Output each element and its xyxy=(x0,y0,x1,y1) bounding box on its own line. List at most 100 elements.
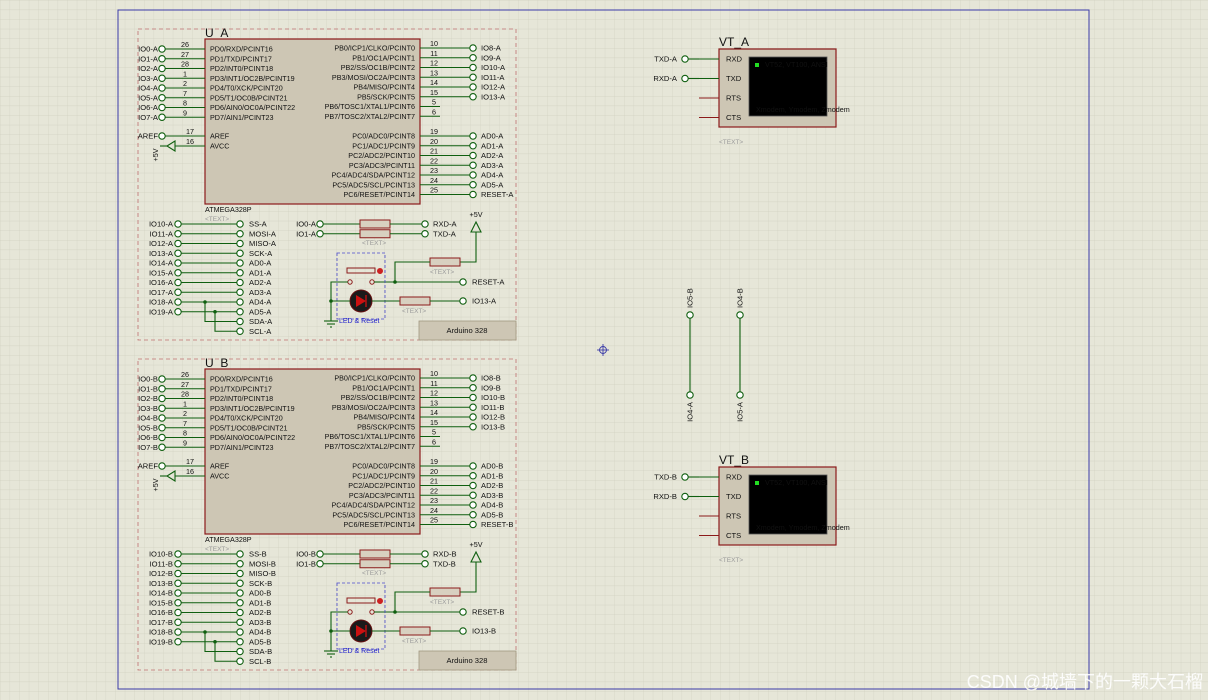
net-terminal[interactable] xyxy=(236,249,244,258)
net-terminal[interactable] xyxy=(158,443,166,451)
net-terminal[interactable] xyxy=(686,311,694,319)
atmega-chip-body[interactable] xyxy=(204,38,421,205)
net-terminal[interactable] xyxy=(469,171,477,179)
net-terminal[interactable] xyxy=(174,559,182,568)
pullup-resistor[interactable] xyxy=(429,257,461,267)
net-terminal[interactable] xyxy=(236,637,244,646)
net-terminal[interactable] xyxy=(158,54,166,63)
net-terminal[interactable] xyxy=(681,55,689,63)
net-terminal[interactable] xyxy=(174,598,182,607)
net-terminal[interactable] xyxy=(158,384,166,393)
net-terminal[interactable] xyxy=(174,298,182,306)
net-terminal[interactable] xyxy=(469,413,477,421)
net-terminal[interactable] xyxy=(469,181,477,189)
net-terminal[interactable] xyxy=(174,307,182,316)
net-terminal[interactable] xyxy=(158,94,166,102)
pullup-resistor[interactable] xyxy=(429,587,461,597)
net-terminal[interactable] xyxy=(469,462,477,470)
net-terminal[interactable] xyxy=(174,628,182,636)
net-terminal[interactable] xyxy=(236,268,244,277)
net-terminal[interactable] xyxy=(174,579,182,587)
series-resistor[interactable] xyxy=(359,559,391,569)
net-terminal[interactable] xyxy=(469,53,477,62)
led-resistor[interactable] xyxy=(399,626,431,636)
net-terminal[interactable] xyxy=(236,317,244,326)
net-terminal[interactable] xyxy=(236,647,244,656)
net-terminal[interactable] xyxy=(158,113,166,122)
net-terminal[interactable] xyxy=(158,394,166,403)
net-terminal[interactable] xyxy=(316,559,324,568)
net-terminal[interactable] xyxy=(236,579,244,587)
reset-button-cap[interactable] xyxy=(346,597,376,604)
net-terminal[interactable] xyxy=(316,220,324,228)
atmega-chip-body[interactable] xyxy=(204,368,421,535)
net-terminal[interactable] xyxy=(158,404,166,412)
net-terminal[interactable] xyxy=(236,608,244,617)
net-terminal[interactable] xyxy=(174,608,182,617)
net-terminal[interactable] xyxy=(158,45,166,53)
net-terminal[interactable] xyxy=(469,83,477,91)
net-terminal[interactable] xyxy=(236,569,244,578)
net-terminal[interactable] xyxy=(158,74,166,83)
net-terminal[interactable] xyxy=(174,569,182,578)
net-terminal[interactable] xyxy=(236,298,244,306)
net-terminal[interactable] xyxy=(174,618,182,626)
net-terminal[interactable] xyxy=(158,64,166,73)
led-resistor[interactable] xyxy=(399,296,431,306)
net-terminal[interactable] xyxy=(469,383,477,392)
net-terminal[interactable] xyxy=(158,423,166,432)
net-terminal[interactable] xyxy=(236,239,244,248)
net-terminal[interactable] xyxy=(421,220,429,228)
reset-button-cap[interactable] xyxy=(346,267,376,274)
net-terminal[interactable] xyxy=(236,259,244,267)
net-terminal[interactable] xyxy=(459,608,467,616)
series-resistor[interactable] xyxy=(359,549,391,559)
net-terminal[interactable] xyxy=(158,375,166,383)
net-terminal[interactable] xyxy=(174,249,182,258)
net-terminal[interactable] xyxy=(469,190,477,199)
net-terminal[interactable] xyxy=(681,492,689,501)
net-terminal[interactable] xyxy=(469,520,477,529)
net-terminal[interactable] xyxy=(469,393,477,402)
net-terminal[interactable] xyxy=(469,142,477,150)
net-terminal[interactable] xyxy=(469,501,477,509)
net-terminal[interactable] xyxy=(469,44,477,52)
net-terminal[interactable] xyxy=(174,589,182,597)
net-terminal[interactable] xyxy=(236,589,244,597)
net-terminal[interactable] xyxy=(469,73,477,82)
net-terminal[interactable] xyxy=(158,433,166,442)
net-terminal[interactable] xyxy=(469,161,477,170)
net-terminal[interactable] xyxy=(174,239,182,248)
net-terminal[interactable] xyxy=(469,403,477,411)
net-terminal[interactable] xyxy=(459,627,467,635)
net-terminal[interactable] xyxy=(236,278,244,287)
net-terminal[interactable] xyxy=(236,628,244,636)
net-terminal[interactable] xyxy=(469,132,477,140)
net-terminal[interactable] xyxy=(469,422,477,431)
net-terminal[interactable] xyxy=(469,151,477,160)
net-terminal[interactable] xyxy=(174,288,182,296)
net-terminal[interactable] xyxy=(469,63,477,72)
net-terminal[interactable] xyxy=(158,462,166,470)
net-terminal[interactable] xyxy=(686,391,694,399)
net-terminal[interactable] xyxy=(158,414,166,422)
net-terminal[interactable] xyxy=(469,374,477,382)
net-terminal[interactable] xyxy=(469,471,477,480)
net-terminal[interactable] xyxy=(469,510,477,519)
net-terminal[interactable] xyxy=(236,327,244,335)
net-terminal[interactable] xyxy=(174,230,182,238)
net-terminal[interactable] xyxy=(469,481,477,490)
net-terminal[interactable] xyxy=(459,278,467,286)
net-terminal[interactable] xyxy=(174,268,182,277)
net-terminal[interactable] xyxy=(174,550,182,558)
net-terminal[interactable] xyxy=(174,220,182,228)
net-terminal[interactable] xyxy=(459,297,467,305)
net-terminal[interactable] xyxy=(316,230,324,238)
net-terminal[interactable] xyxy=(174,637,182,646)
net-terminal[interactable] xyxy=(158,132,166,140)
net-terminal[interactable] xyxy=(236,288,244,296)
net-terminal[interactable] xyxy=(236,220,244,228)
net-terminal[interactable] xyxy=(736,391,744,399)
